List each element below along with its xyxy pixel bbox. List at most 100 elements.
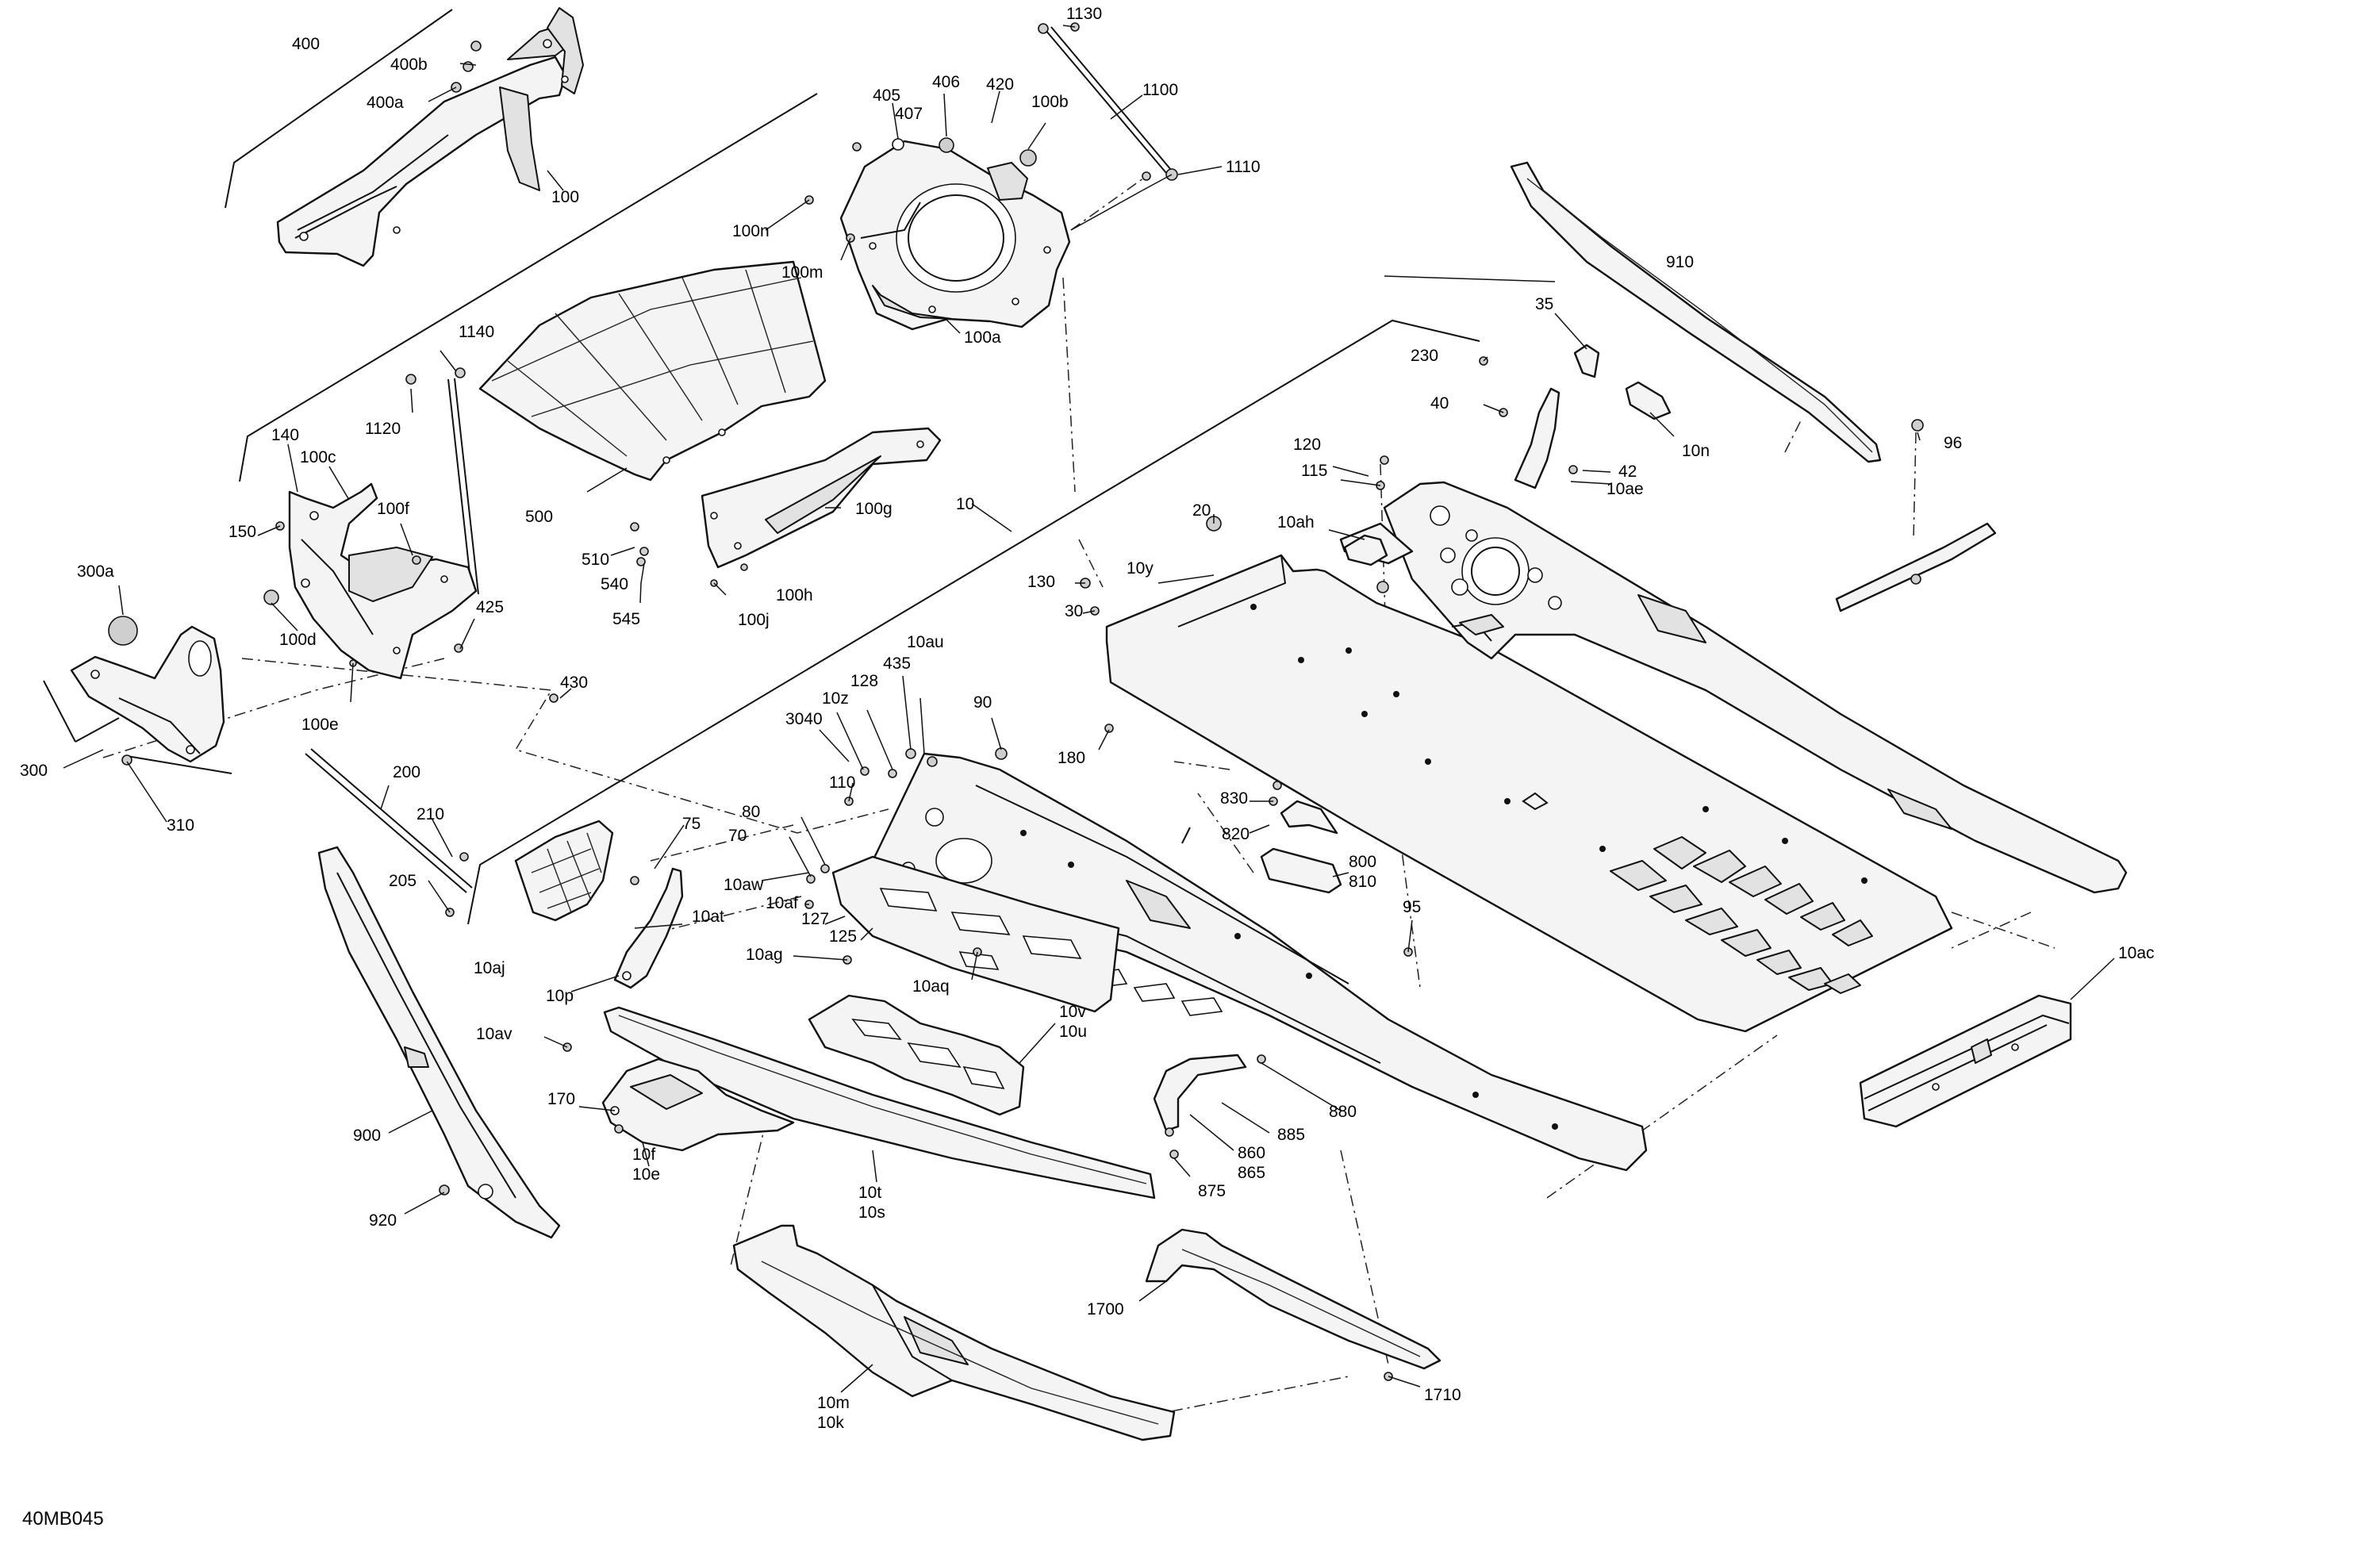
label-35: 35 <box>1535 295 1553 313</box>
label-100c: 100c <box>300 448 336 466</box>
label-420: 420 <box>986 75 1014 94</box>
label-10v: 10v <box>1059 1003 1086 1021</box>
label-310: 310 <box>167 816 194 835</box>
label-95: 95 <box>1403 898 1421 916</box>
part-10ac-rear-crossmember <box>1859 994 2072 1128</box>
label-910: 910 <box>1666 253 1694 271</box>
label-100g: 100g <box>855 500 892 518</box>
label-230: 230 <box>1411 347 1438 365</box>
part-400-upper-brace <box>276 7 584 267</box>
part-10ah-latch <box>1343 534 1389 593</box>
part-10f-rear-bracket <box>601 1057 795 1152</box>
label-10at: 10at <box>692 908 724 926</box>
label-406: 406 <box>932 73 960 91</box>
label-920: 920 <box>369 1211 397 1230</box>
label-900: 900 <box>353 1127 381 1145</box>
label-1130: 1130 <box>1066 5 1102 23</box>
label-810: 810 <box>1349 873 1376 891</box>
label-510: 510 <box>582 551 609 569</box>
label-1120: 1120 <box>365 420 401 438</box>
label-10e: 10e <box>632 1165 660 1184</box>
label-865: 865 <box>1238 1164 1265 1182</box>
label-1700: 1700 <box>1087 1300 1124 1318</box>
part-10-floor-pan <box>1105 554 1953 1033</box>
label-10s: 10s <box>858 1203 885 1222</box>
label-42: 42 <box>1618 463 1637 481</box>
label-100: 100 <box>551 188 579 206</box>
label-10m: 10m <box>817 1394 850 1412</box>
callout-labels: 1130 400 400b 400a 1100 406 420 405 407 … <box>20 5 2155 1432</box>
label-10u: 10u <box>1059 1023 1087 1041</box>
label-100e: 100e <box>301 716 339 734</box>
part-10af-lower-crossmember <box>831 855 1120 1013</box>
label-10n: 10n <box>1682 442 1710 460</box>
part-1140-strut <box>405 367 479 596</box>
label-100h: 100h <box>776 586 813 605</box>
label-10aj: 10aj <box>474 959 505 977</box>
label-10aq: 10aq <box>912 977 950 996</box>
diagram-code: 40MB045 <box>22 1508 104 1530</box>
label-300a: 300a <box>77 562 114 581</box>
label-127: 127 <box>801 910 829 928</box>
label-405: 405 <box>873 86 900 105</box>
label-210: 210 <box>416 805 444 823</box>
label-430: 430 <box>560 674 588 692</box>
label-120: 120 <box>1293 436 1321 454</box>
label-10: 10 <box>956 495 974 513</box>
label-150: 150 <box>228 523 256 541</box>
part-500-floor-panel <box>478 260 827 482</box>
label-30: 30 <box>1065 602 1083 620</box>
label-96: 96 <box>1944 434 1962 452</box>
label-115: 115 <box>1301 462 1327 480</box>
label-110: 110 <box>829 773 855 792</box>
part-10v-skid-plate <box>808 994 1025 1116</box>
part-100c-left-frame <box>263 482 478 680</box>
label-10af: 10af <box>766 894 798 912</box>
label-400: 400 <box>292 35 320 53</box>
part-100a-front-frame <box>839 137 1071 331</box>
part-96-tube-bar <box>1835 419 1997 612</box>
label-100b: 100b <box>1031 93 1069 111</box>
label-70: 70 <box>728 827 747 845</box>
leader-lines <box>63 25 2115 1393</box>
label-75: 75 <box>682 815 701 833</box>
part-800-bracket <box>1260 800 1342 894</box>
label-400a: 400a <box>367 94 404 112</box>
label-1100: 1100 <box>1142 81 1178 99</box>
label-125: 125 <box>829 927 857 946</box>
part-35-right-bracket <box>1514 344 1672 489</box>
floor-pan-cutouts <box>1610 836 1873 994</box>
label-540: 540 <box>601 575 628 593</box>
label-100n: 100n <box>732 222 770 240</box>
label-10p: 10p <box>546 987 574 1005</box>
label-10f: 10f <box>632 1146 655 1164</box>
label-140: 140 <box>271 426 299 444</box>
part-10aj-grille <box>514 819 614 922</box>
part-10p-small-pillar <box>613 867 684 989</box>
label-435: 435 <box>883 654 911 673</box>
label-100a: 100a <box>964 328 1001 347</box>
label-3040: 3040 <box>785 710 823 728</box>
label-300: 300 <box>20 762 48 780</box>
label-400b: 400b <box>390 56 428 74</box>
label-1710: 1710 <box>1424 1386 1461 1404</box>
part-100g-mid-bracket <box>701 427 942 569</box>
label-200: 200 <box>393 763 420 781</box>
label-40: 40 <box>1430 394 1449 413</box>
label-1140: 1140 <box>459 323 494 341</box>
label-880: 880 <box>1329 1103 1357 1121</box>
label-10z: 10z <box>822 689 849 708</box>
label-500: 500 <box>525 508 553 526</box>
label-407: 407 <box>895 105 923 123</box>
label-20: 20 <box>1192 501 1211 520</box>
label-80: 80 <box>742 803 760 821</box>
part-900-side-pillar <box>317 846 561 1239</box>
label-100f: 100f <box>377 500 409 518</box>
label-860: 860 <box>1238 1144 1265 1162</box>
part-10m-bottom-rail <box>732 1224 1176 1441</box>
label-10k: 10k <box>817 1414 844 1432</box>
label-170: 170 <box>547 1090 575 1108</box>
label-1110: 1110 <box>1226 158 1261 176</box>
label-830: 830 <box>1220 789 1248 808</box>
label-100m: 100m <box>781 263 823 282</box>
